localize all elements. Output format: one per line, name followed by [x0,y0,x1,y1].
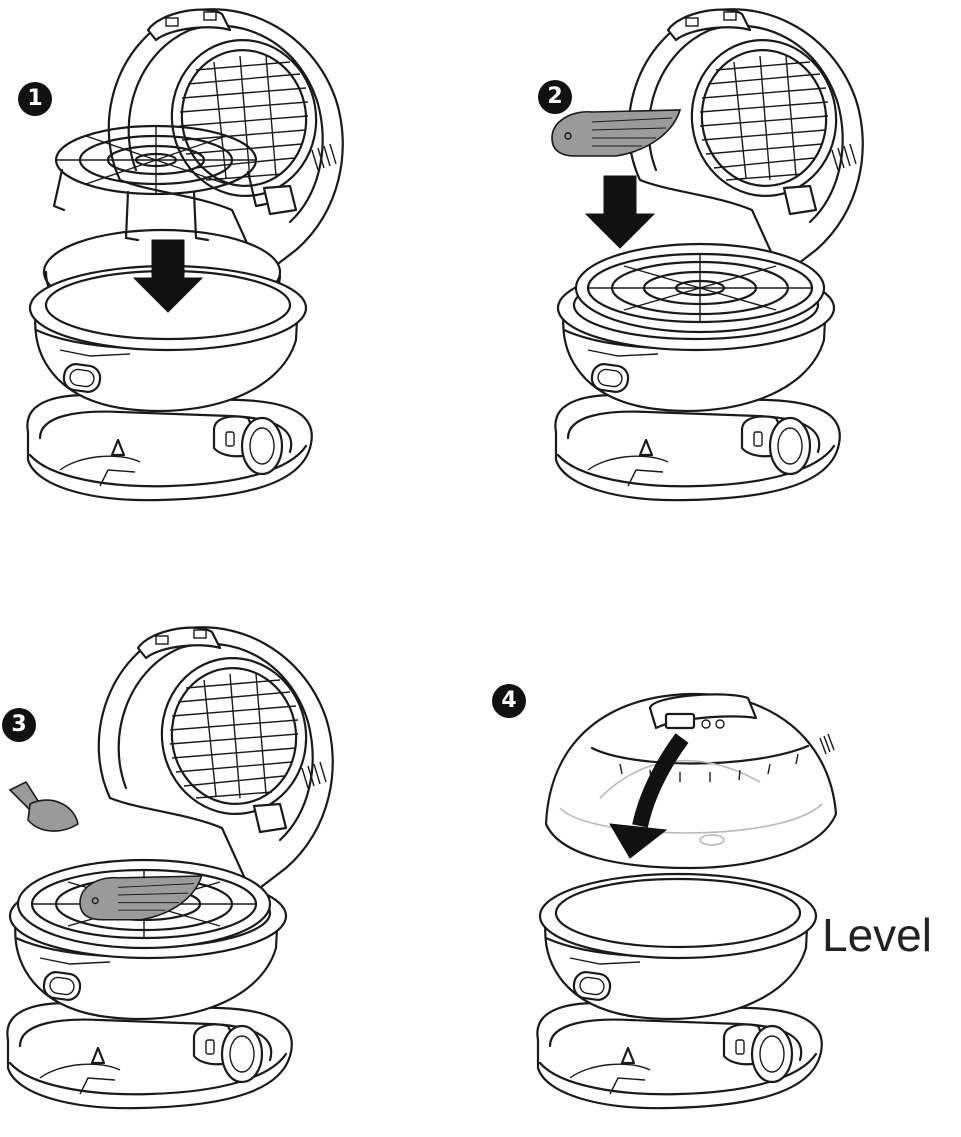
step-number-badge: 4 [492,684,526,718]
open-lid-icon [99,627,333,894]
level-label: Level [822,912,932,958]
step-2-panel: 2 [480,0,960,568]
insert-arrow-icon [586,176,654,248]
step-number-badge: 3 [2,708,36,742]
step-number-badge: 2 [538,80,572,114]
step-4-illustration [480,568,960,1136]
grill-plate-icon [588,254,812,322]
step-1-panel: 1 [0,0,480,568]
step-3-panel: 3 [0,568,480,1136]
air-fryer-base-icon [537,874,821,1108]
measuring-scoop-icon [10,782,78,831]
open-lid-icon [629,9,863,276]
step-4-panel: 4 Level [480,568,960,1136]
closed-lid-icon [546,694,836,868]
step-number-badge: 1 [18,82,52,116]
step-1-illustration [0,0,480,568]
step-3-illustration [0,568,480,1136]
